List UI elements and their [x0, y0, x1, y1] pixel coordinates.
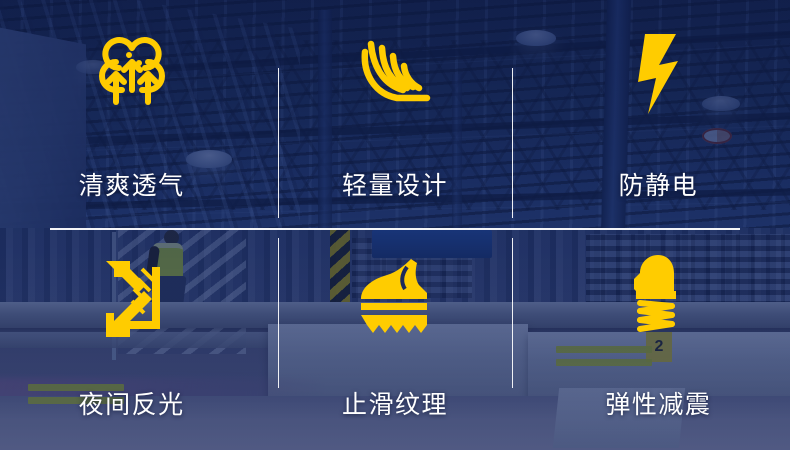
- divider-vertical: [278, 68, 279, 218]
- feature-label-reflective: 夜间反光: [78, 390, 185, 419]
- feature-cell-antislip[interactable]: 止滑纹理: [263, 225, 526, 450]
- breathable-airflow-icon: [86, 28, 178, 120]
- divider-vertical: [278, 238, 279, 388]
- shoe-antislip-sole-icon: [349, 249, 441, 341]
- lightning-bolt-icon: [612, 28, 704, 120]
- feature-cell-reflective[interactable]: 夜间反光: [0, 225, 263, 450]
- feature-label-lightweight: 轻量设计: [341, 171, 448, 200]
- feature-label-antistatic: 防静电: [618, 171, 699, 200]
- reflective-arrows-icon: [86, 249, 178, 341]
- feature-label-breathable: 清爽透气: [78, 171, 185, 200]
- divider-horizontal: [50, 228, 740, 230]
- feature-cell-antistatic[interactable]: 防静电: [527, 0, 790, 225]
- feature-cell-breathable[interactable]: 清爽透气: [0, 0, 263, 225]
- feature-label-cushion: 弹性减震: [605, 390, 712, 419]
- feather-lightweight-icon: [349, 28, 441, 120]
- feature-cell-cushion[interactable]: 弹性减震: [527, 225, 790, 450]
- feature-cell-lightweight[interactable]: 轻量设计: [263, 0, 526, 225]
- divider-vertical: [512, 238, 513, 388]
- divider-vertical: [512, 68, 513, 218]
- feature-label-antislip: 止滑纹理: [341, 390, 448, 419]
- shoe-spring-cushion-icon: [612, 249, 704, 341]
